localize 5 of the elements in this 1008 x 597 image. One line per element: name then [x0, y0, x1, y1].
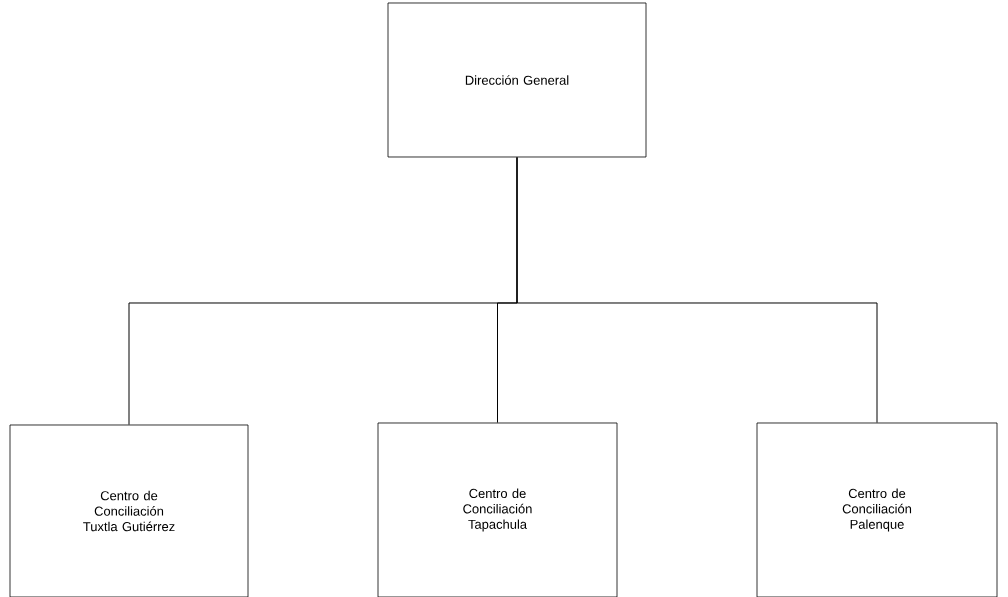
- org-box: Centro de Conciliación Tapachula: [377, 422, 618, 597]
- org-box: Centro de Conciliación Tuxtla Gutiérrez: [9, 424, 249, 597]
- org-box: Dirección General: [387, 2, 647, 158]
- org-box: Centro de Conciliación Palenque: [756, 422, 998, 597]
- connector-line: [516, 156, 878, 424]
